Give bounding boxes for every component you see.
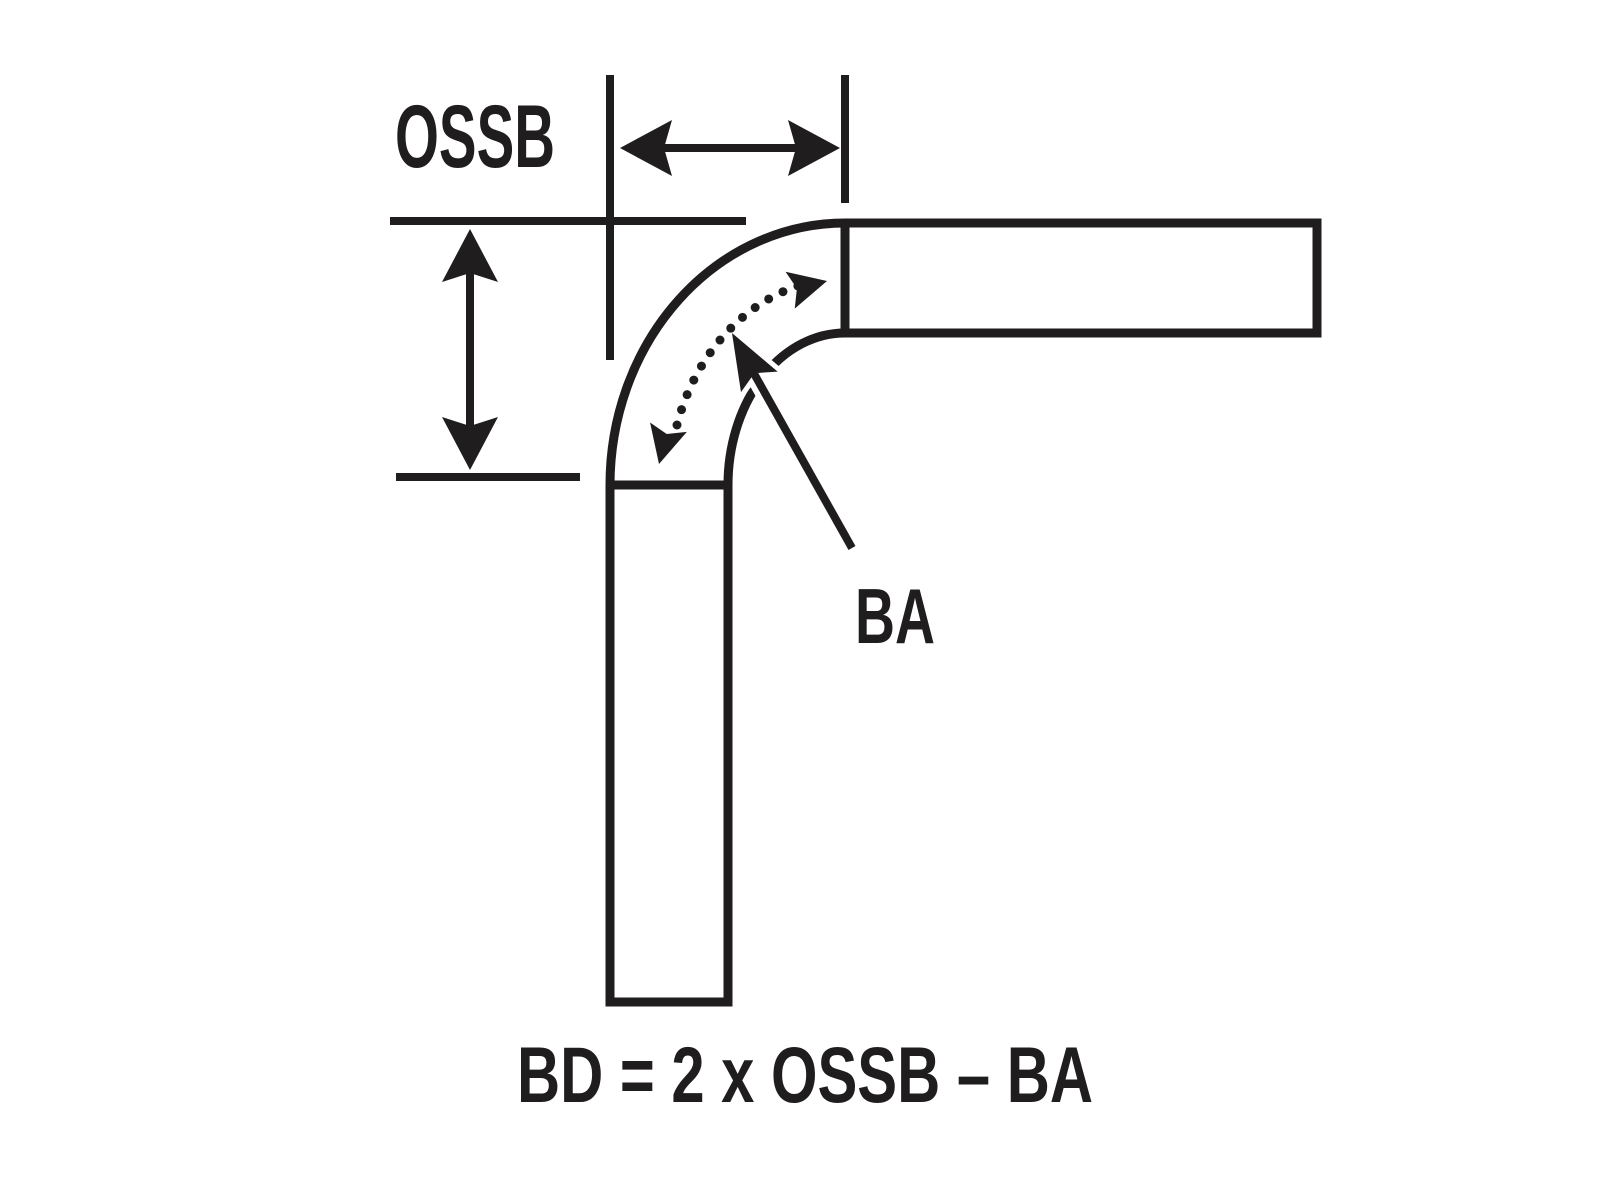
arrowhead-down-icon <box>442 417 498 470</box>
arrowhead-left-icon <box>620 120 672 176</box>
ba-leader-line <box>748 368 856 550</box>
arrowhead-right-icon <box>788 120 840 176</box>
dotted-arc-arrowhead-top-icon <box>785 271 827 309</box>
ossb-height-dimension <box>442 229 498 470</box>
ba-arrowhead-icon <box>732 333 778 393</box>
formula-label: BD = 2 x OSSB – BA <box>517 1030 1093 1119</box>
ossb-width-dimension <box>620 120 840 176</box>
dotted-arc-arrowhead-bottom-icon <box>650 422 687 464</box>
ba-label: BA <box>855 572 935 660</box>
bend-allowance-dotted-arc <box>672 278 813 430</box>
bent-sheet-outline <box>605 218 1322 1007</box>
ossb-label: OSSB <box>395 86 555 186</box>
ba-leader-arrow <box>725 320 864 560</box>
arrowhead-up-icon <box>442 229 498 282</box>
bend-allowance-arc <box>650 271 827 464</box>
